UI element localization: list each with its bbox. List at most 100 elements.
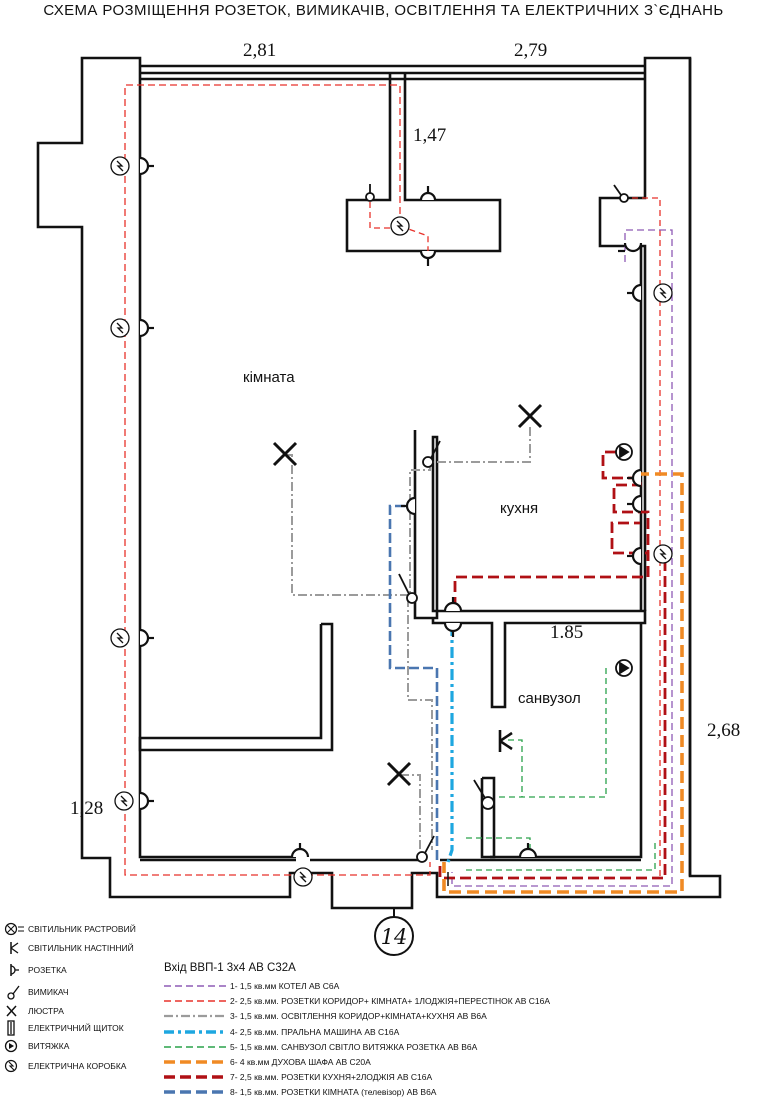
junction-box-icon [110,628,130,648]
circuit-8-route [388,504,439,860]
circuit-label: 1- 1,5 кв.мм КОТЕЛ АВ С6А [230,981,340,991]
chandelier-icon [517,403,543,429]
socket-icon[interactable] [443,597,463,612]
junction-box-icon [653,283,673,303]
wall-kitchen [413,430,647,709]
circuit-label: 3- 1,5 кв.мм. ОСВІТЛЕННЯ КОРИДОР+КІМНАТА… [230,1011,487,1022]
wall-light-icon [10,942,19,954]
legend-chandelier: ЛЮСТРА [4,1002,64,1020]
legend-switch: ВИМИКАЧ [4,983,69,1001]
room-label-bathroom: санвузол [518,690,581,707]
legend-junction: ЕЛЕКТРИЧНА КОРОБКА [4,1057,126,1075]
circuit-legend-row: 1- 1,5 кв.мм КОТЕЛ АВ С6А [164,979,339,993]
circuit-legend-row: 5- 1,5 кв.мм. САНВУЗОЛ СВІТЛО ВИТЯЖКА РО… [164,1040,477,1054]
switch-icon[interactable] [398,573,418,604]
stamp-number: 14 [381,925,408,949]
room-label-room: кімната [243,369,295,386]
socket-icon[interactable] [627,468,642,488]
chandelier-icon [6,1005,17,1017]
socket-icon[interactable] [139,628,154,648]
junction-box-icon [110,318,130,338]
circuit-label: 4- 2,5 кв.мм. ПРАЛЬНА МАШИНА АВ С16А [230,1026,400,1037]
socket-icon[interactable] [443,622,463,637]
wall-left [36,56,722,910]
dim-right: 2,68 [707,720,741,741]
socket-icon[interactable] [401,496,416,516]
circuit-3-route [285,425,531,596]
socket-icon[interactable] [627,546,642,566]
circuit-5-route [496,668,607,798]
circuit-1-route [451,229,673,887]
circuit-legend-row: 7- 2,5 кв.мм. РОЗЕТКИ КУХНЯ+2ЛОДЖІЯ АВ С… [164,1070,432,1084]
dim-top-left: 2,81 [243,40,277,61]
feed-label: Вхід ВВП-1 3х4 АВ С32А [164,962,296,974]
circuit-legend-row: 4- 2,5 кв.мм. ПРАЛЬНА МАШИНА АВ С16А [164,1025,399,1039]
wall-room-stub [138,622,334,752]
socket-icon[interactable] [627,283,642,303]
dim-left-bottom: 1,28 [70,798,104,819]
switch-icon[interactable] [422,440,441,468]
junction-box-icon [110,156,130,176]
socket-icon[interactable] [290,843,310,858]
junction-box-icon [390,216,410,236]
electrical-panel-icon [7,1020,15,1036]
legend-socket: РОЗЕТКА [4,961,67,979]
junction-box-icon [114,791,134,811]
exhaust-fan-icon [615,443,633,461]
socket-icon[interactable] [139,791,154,811]
switch-icon[interactable] [613,184,629,203]
socket-icon [10,964,19,976]
circuit-label: 2- 2,5 кв.мм. РОЗЕТКИ КОРИДОР+ КІМНАТА+ … [230,996,551,1007]
circuit-line-sample [164,1000,226,1002]
legend-ceiling-light: СВІТИЛЬНИК РАСТРОВИЙ [4,920,136,938]
circuit-line-sample [164,1015,226,1018]
circuit-2-route [124,84,431,876]
switch-icon[interactable] [473,779,495,810]
circuit-legend-row: 3- 1,5 кв.мм. ОСВІТЛЕННЯ КОРИДОР+КІМНАТА… [164,1009,487,1023]
circuit-label: 5- 1,5 кв.мм. САНВУЗОЛ СВІТЛО ВИТЯЖКА РО… [230,1041,478,1052]
socket-icon[interactable] [139,318,154,338]
walls [36,56,722,910]
exhaust-fan-icon [4,1039,18,1053]
circuit-label: 6- 4 кв.мм ДУХОВА ШАФА АВ С20А [230,1057,371,1067]
circuit-legend-row: 6- 4 кв.мм ДУХОВА ШАФА АВ С20А [164,1055,371,1069]
circuit-4-route [446,625,454,863]
legend-exhaust: ВИТЯЖКА [4,1037,69,1055]
legend-wall-light: СВІТИЛЬНИК НАСТІННИЙ [4,939,134,957]
circuit-label: 8- 1,5 кв.мм. РОЗЕТКИ КІМНАТА (телевізор… [230,1087,437,1098]
dim-bathroom: 1.85 [550,622,584,643]
socket-icon[interactable] [419,250,437,266]
switch-icon [7,985,20,1000]
socket-icon[interactable] [419,186,437,201]
socket-icon[interactable] [518,843,538,858]
wiring [124,84,684,894]
circuit-6-route [442,472,684,894]
circuit-label: 7- 2,5 кв.мм. РОЗЕТКИ КУХНЯ+2ЛОДЖІЯ АВ С… [230,1072,433,1083]
wall-light-icon [498,730,513,752]
dim-top-right: 2,79 [514,40,548,61]
dim-corridor: 1,47 [413,125,447,146]
junction-box-icon [4,1059,18,1073]
stamp [374,908,414,956]
circuit-line-sample [164,1029,226,1034]
chandelier-icon [386,761,412,787]
circuit-line-sample [164,1060,226,1064]
legend-panel: ЕЛЕКТРИЧНИЙ ЩИТОК [4,1019,124,1037]
switch-icon[interactable] [416,835,435,863]
room-label-kitchen: кухня [500,500,539,517]
devices [110,156,673,887]
circuit-legend-row: 8- 1,5 кв.мм. РОЗЕТКИ КІМНАТА (телевізор… [164,1085,436,1099]
switch-icon[interactable] [365,184,375,202]
socket-icon[interactable] [139,156,154,176]
circuit-line-sample [164,1075,226,1079]
circuit-7-route [453,450,650,608]
junction-box-icon [293,867,313,887]
circuit-line-sample [164,985,226,987]
socket-icon[interactable] [627,494,642,514]
junction-box-icon [653,544,673,564]
socket-icon[interactable] [618,242,643,253]
plan-title: СХЕМА РОЗМІЩЕННЯ РОЗЕТОК, ВИМИКАЧІВ, ОСВ… [43,2,724,19]
circuit-line-sample [164,1090,226,1095]
circuit-legend-row: 2- 2,5 кв.мм. РОЗЕТКИ КОРИДОР+ КІМНАТА+ … [164,994,550,1008]
